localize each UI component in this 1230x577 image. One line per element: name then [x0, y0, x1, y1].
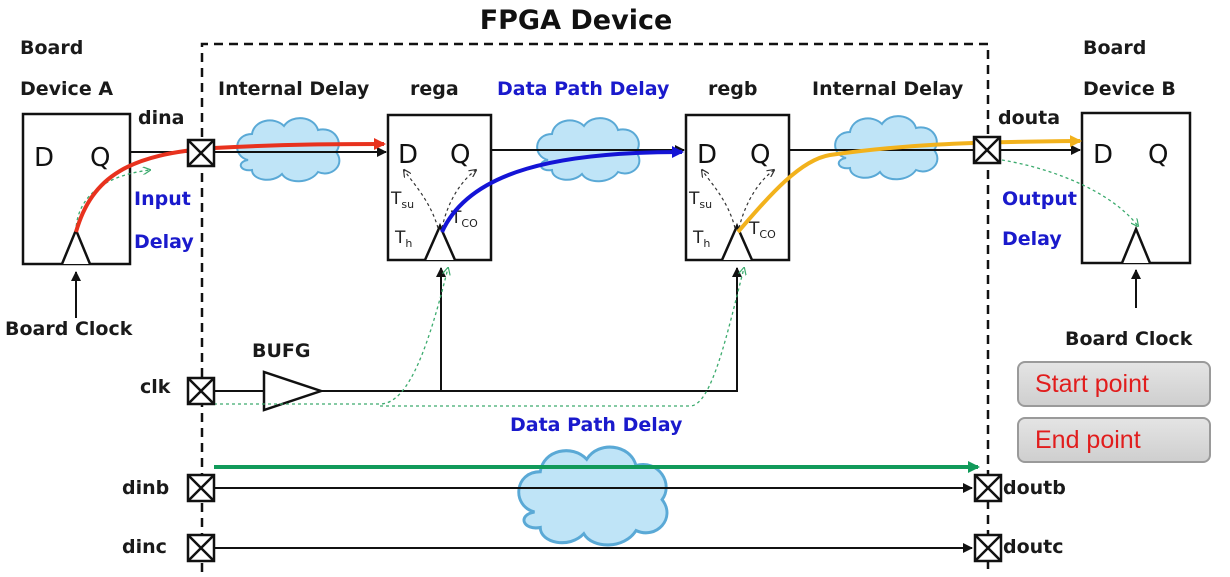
port-label-dina: dina — [138, 107, 184, 129]
port-label-doutb: doutb — [1003, 477, 1066, 499]
regb-tsu-label: Tsu — [688, 189, 712, 211]
port-label-douta: douta — [998, 107, 1060, 129]
fpga-boundary — [200, 42, 990, 572]
port-label-dinc: dinc — [122, 536, 167, 558]
regb-q-pin: Q — [750, 140, 770, 170]
clock-trace-lines — [75, 159, 1138, 407]
regb-timing-annotations: Tsu Th TCO — [688, 170, 776, 250]
legend-start-point-button[interactable]: Start point — [1017, 361, 1211, 407]
port-label-doutc: doutc — [1003, 536, 1064, 558]
rega-clock-triangle — [423, 222, 457, 261]
pad-doutc — [973, 533, 1003, 563]
device-a-clock-label: Board Clock — [5, 318, 133, 340]
board-device-a: Board Device A D Q Board Clock — [5, 37, 133, 340]
rega-d-pin: D — [398, 140, 418, 170]
clock-trace-rega — [214, 268, 448, 405]
internal-delay-cloud-left — [236, 117, 341, 183]
regb-th-label: Th — [692, 228, 710, 250]
board-device-b: Board Device B D Q Board Clock — [1065, 37, 1193, 350]
input-delay-label-line1: Input — [134, 188, 191, 210]
data-path-cloud-bottom — [517, 445, 669, 547]
pad-dinc — [186, 533, 216, 563]
reg-to-reg-timing-path — [440, 146, 684, 233]
output-delay-label-line1: Output — [1002, 188, 1077, 210]
device-b-label-line2: Device B — [1083, 78, 1176, 100]
register-regb: regb D Q — [684, 78, 791, 262]
rega-q-pin: Q — [450, 140, 470, 170]
regb-name: regb — [708, 78, 757, 100]
pad-douta — [972, 135, 1002, 165]
io-pads — [186, 135, 1003, 563]
input-delay-trace — [75, 170, 150, 233]
pad-dinb — [186, 473, 216, 503]
rega-th-label: Th — [394, 228, 412, 250]
pad-doutb — [973, 473, 1003, 503]
internal-delay-label-left: Internal Delay — [218, 78, 370, 100]
rega-name: rega — [410, 78, 459, 100]
regb-clock-triangle — [720, 222, 754, 261]
rega-tco-arc — [441, 170, 476, 229]
regb-tco-arc — [738, 170, 774, 229]
device-b-clock-label: Board Clock — [1065, 328, 1193, 350]
regb-tsu-arc — [702, 170, 736, 229]
regb-d-pin: D — [697, 140, 717, 170]
port-label-clk: clk — [140, 376, 171, 398]
device-b-d-pin: D — [1093, 140, 1113, 170]
output-delay-label-line2: Delay — [1002, 228, 1062, 250]
clock-trace-regb — [380, 268, 744, 407]
rega-timing-annotations: Tsu Th TCO — [390, 170, 478, 250]
rega-tsu-arc — [404, 170, 439, 229]
device-a-q-pin: Q — [90, 143, 110, 173]
bufg-label: BUFG — [252, 340, 310, 362]
rega-tsu-label: Tsu — [390, 189, 414, 211]
device-b-clock-triangle — [1120, 225, 1152, 264]
output-delay-trace — [1001, 159, 1138, 226]
device-a-label-line1: Board — [20, 37, 83, 59]
regb-tco-label: TCO — [748, 219, 776, 241]
register-rega: rega D Q — [386, 78, 493, 262]
wire-clock-tree-regb — [322, 267, 742, 392]
input-delay-label-line2: Delay — [134, 231, 194, 253]
data-path-delay-label-bottom: Data Path Delay — [510, 414, 683, 436]
device-b-q-pin: Q — [1148, 140, 1168, 170]
bufg-buffer — [262, 370, 325, 412]
device-a-d-pin: D — [34, 143, 54, 173]
legend-end-point-button[interactable]: End point — [1017, 417, 1211, 463]
pad-dina — [186, 138, 216, 168]
fpga-title: FPGA Device — [480, 5, 673, 36]
device-b-label-line1: Board — [1083, 37, 1146, 59]
black-wires — [130, 145, 1081, 553]
port-label-dinb: dinb — [122, 477, 169, 499]
data-path-delay-label-top: Data Path Delay — [497, 78, 670, 100]
device-a-label-line2: Device A — [20, 78, 113, 100]
pad-clk — [186, 376, 216, 406]
internal-delay-label-right: Internal Delay — [812, 78, 964, 100]
rega-tco-label: TCO — [450, 208, 478, 230]
